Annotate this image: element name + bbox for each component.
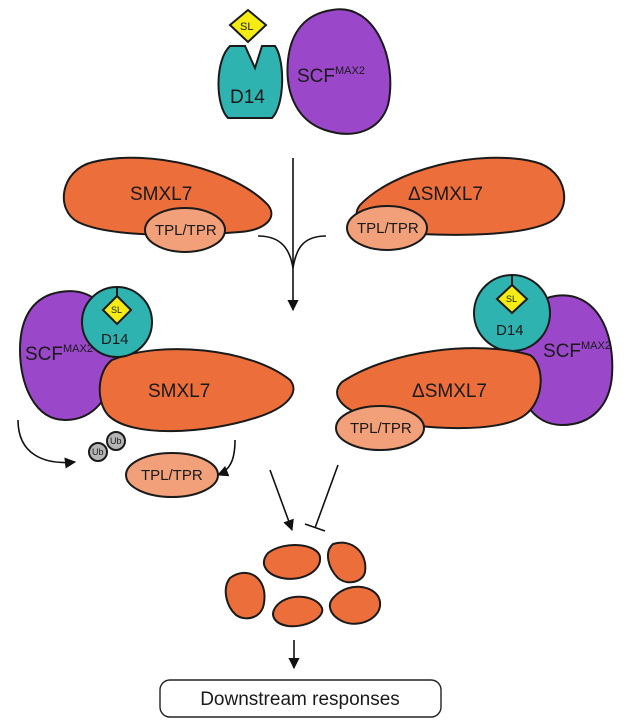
- inhibition-bar: [304, 523, 326, 532]
- scf-max2-top: [286, 8, 392, 135]
- arrow-to-degradation: [269, 469, 294, 532]
- sl-diamond-right: [495, 283, 529, 315]
- sl-label-left: SL: [111, 305, 122, 315]
- tpl-ellipse-right-bottom: [335, 405, 425, 451]
- sl-diamond-left: [101, 294, 133, 326]
- tpl-ellipse-left-top: [144, 207, 226, 253]
- d14-label-right: D14: [496, 322, 524, 339]
- tpl-ellipse-right-top: [346, 205, 428, 251]
- dsmxl7-label-top: ΔSMXL7: [408, 184, 483, 205]
- dsmxl7-label-bottom: ΔSMXL7: [412, 381, 487, 402]
- downstream-label: Downstream responses: [200, 689, 400, 710]
- sl-label-top: SL: [240, 21, 253, 33]
- smxl7-top: SMXL7 TPL/TPR: [62, 156, 273, 253]
- tpl-label-left-top: TPL/TPR: [155, 222, 217, 239]
- tpl-release-arrow: [216, 439, 236, 477]
- ub-label-1: Ub: [92, 447, 104, 457]
- merge-curve-left: [257, 235, 294, 269]
- left-complex: SCFMAX2 SMXL7 D14 SL Ub Ub TPL/TPR: [17, 286, 295, 498]
- d14-label-top: D14: [230, 87, 265, 108]
- top-complex: SCFMAX2 D14 SL: [217, 8, 392, 135]
- tpl-label-right-bottom: TPL/TPR: [350, 420, 412, 437]
- right-complex: SCFMAX2 D14 SL ΔSMXL7 TPL/TPR: [335, 274, 614, 451]
- ub-circle-1: [88, 442, 108, 462]
- tpl-label-released: TPL/TPR: [141, 467, 203, 484]
- tpl-ellipse-released: [125, 452, 219, 498]
- merge-curve-right: [292, 235, 327, 269]
- d14-label-left: D14: [101, 331, 129, 348]
- smxl7-bottom: [98, 348, 295, 433]
- ub-label-2: Ub: [110, 436, 122, 446]
- scf-label-right: SCFMAX2: [543, 340, 611, 362]
- sl-diamond-top: [228, 8, 268, 44]
- tpl-label-right-top: TPL/TPR: [357, 220, 419, 237]
- d14-top: [217, 45, 284, 119]
- smxl7-label-bottom: SMXL7: [148, 381, 210, 402]
- sl-label-right: SL: [506, 294, 517, 304]
- downstream-box: [159, 679, 442, 718]
- inhibition-line: [314, 464, 339, 529]
- ub-circle-2: [106, 431, 126, 451]
- scf-label-top: SCFMAX2: [297, 65, 365, 87]
- dsmxl7-top: ΔSMXL7 TPL/TPR: [346, 156, 566, 251]
- smxl7-label-top: SMXL7: [130, 184, 192, 205]
- ubiquitination-arrow: [17, 419, 77, 469]
- scf-label-left: SCFMAX2: [25, 343, 93, 365]
- degradation-fragments: [224, 541, 382, 628]
